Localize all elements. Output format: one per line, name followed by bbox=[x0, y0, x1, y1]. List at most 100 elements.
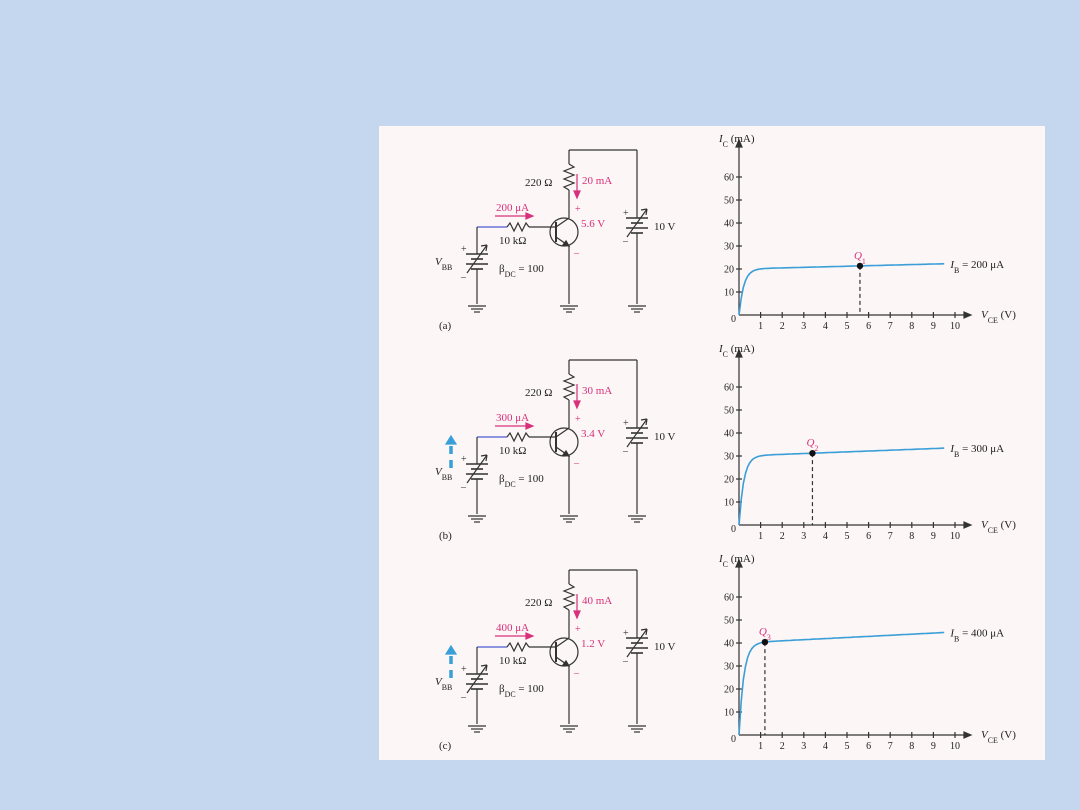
ground-symbol bbox=[468, 305, 486, 313]
y-tick-label: 50 bbox=[724, 616, 734, 627]
ib-curve-label-part: I bbox=[949, 628, 955, 640]
x-tick-label: 6 bbox=[866, 531, 871, 542]
x-axis-label-part: (V) bbox=[998, 729, 1016, 741]
transistor-emitter-arrow bbox=[561, 449, 571, 457]
ib-curve-label-part: = 200 μA bbox=[959, 259, 1004, 271]
transistor-emitter-arrow bbox=[561, 659, 571, 667]
battery-variable-arrow bbox=[466, 664, 488, 694]
y-tick-label-part: 30 bbox=[724, 242, 734, 253]
base-current-label: 200 μA bbox=[496, 202, 529, 214]
vbb-minus-sign: – bbox=[460, 692, 467, 703]
x-tick-label: 8 bbox=[909, 321, 914, 332]
base-current-label: 300 μA bbox=[496, 412, 529, 424]
vcc-label-part: 10 V bbox=[654, 641, 676, 653]
y-tick-label-part: 60 bbox=[724, 383, 734, 394]
vcc-plus-sign: + bbox=[623, 208, 629, 219]
x-tick-label-part: 5 bbox=[845, 531, 850, 542]
collector-resistor-label: 220 Ω bbox=[525, 387, 552, 399]
y-tick-label-part: 50 bbox=[724, 616, 734, 627]
x-axis-arrowhead bbox=[963, 521, 973, 529]
collector-current-label: 20 mA bbox=[582, 175, 612, 187]
collector-current-arrowhead bbox=[573, 190, 581, 200]
panel-label: (a) bbox=[439, 320, 452, 332]
battery-variable-arrow bbox=[626, 628, 648, 658]
y-tick-label-part: 50 bbox=[724, 196, 734, 207]
transistor-emitter-arrow bbox=[561, 239, 571, 247]
base-resistor-label: 10 kΩ bbox=[499, 445, 526, 457]
vce-label-part: 1.2 V bbox=[581, 638, 605, 650]
collector-resistor-label: 220 Ω bbox=[525, 597, 552, 609]
x-tick-label: 2 bbox=[780, 741, 785, 752]
q-point-label-part: Q bbox=[759, 626, 767, 638]
base-current-label: 400 μA bbox=[496, 622, 529, 634]
x-tick-label-part: 6 bbox=[866, 321, 871, 332]
vcc-minus-sign: – bbox=[622, 656, 629, 667]
ib-curve-label-part: I bbox=[949, 443, 955, 455]
beta-label-part: DC bbox=[505, 270, 516, 279]
vbb-minus-sign: – bbox=[460, 272, 467, 283]
collector-current-label-part: 30 mA bbox=[582, 385, 612, 397]
ib-curve-label: IB = 200 μA bbox=[949, 259, 1004, 275]
y-tick-label: 40 bbox=[724, 429, 734, 440]
y-axis-label-part: C bbox=[723, 350, 728, 359]
y-tick-label-part: 40 bbox=[724, 219, 734, 230]
ib-curve bbox=[738, 447, 945, 526]
x-axis-label-part: (V) bbox=[998, 519, 1016, 531]
y-tick-label: 40 bbox=[724, 639, 734, 650]
ib-curve-label-part: B bbox=[954, 634, 959, 643]
y-axis-label-part: (mA) bbox=[728, 343, 755, 355]
ground-symbol bbox=[628, 515, 646, 523]
vbb-label: VBB bbox=[435, 466, 452, 482]
collector-resistor bbox=[562, 373, 576, 401]
vbb-label-part: V bbox=[435, 256, 443, 268]
vcc-label: 10 V bbox=[654, 431, 676, 443]
y-axis-label: IC (mA) bbox=[718, 343, 755, 359]
collector-plus-sign: + bbox=[575, 624, 581, 635]
transistor-body bbox=[549, 427, 579, 457]
x-tick-label-part: 9 bbox=[931, 741, 936, 752]
x-tick-label-part: 5 bbox=[845, 321, 850, 332]
vce-label: 3.4 V bbox=[581, 428, 605, 440]
q-point-label: Q1 bbox=[854, 250, 866, 266]
y-axis-label-part: C bbox=[723, 560, 728, 569]
vce-label-part: 5.6 V bbox=[581, 218, 605, 230]
base-resistor-label-part: 10 kΩ bbox=[499, 445, 526, 457]
x-axis-label-part: V bbox=[981, 519, 989, 531]
x-tick-label: 3 bbox=[801, 321, 806, 332]
x-tick-label-part: 9 bbox=[931, 531, 936, 542]
x-tick-label: 7 bbox=[888, 741, 893, 752]
x-tick-label: 1 bbox=[758, 531, 763, 542]
vcc-label-part: 10 V bbox=[654, 221, 676, 233]
y-tick-label: 50 bbox=[724, 196, 734, 207]
y-axis-label-part: I bbox=[718, 553, 724, 565]
vcc-battery bbox=[626, 418, 648, 448]
x-axis-arrowhead bbox=[963, 311, 973, 319]
collector-current-arrowhead bbox=[573, 400, 581, 410]
collector-resistor bbox=[562, 163, 576, 191]
x-axis-label-part: CE bbox=[988, 526, 998, 535]
y-axis-label-part: I bbox=[718, 343, 724, 355]
y-tick-label: 30 bbox=[724, 662, 734, 673]
y-tick-label-part: 30 bbox=[724, 662, 734, 673]
y-tick-label: 50 bbox=[724, 406, 734, 417]
origin-label: 0 bbox=[731, 524, 736, 535]
vbb-label: VBB bbox=[435, 256, 452, 272]
x-tick-label-part: 4 bbox=[823, 321, 828, 332]
ib-curve-label-part: = 400 μA bbox=[959, 628, 1004, 640]
vbb-plus-sign: + bbox=[461, 664, 467, 675]
x-tick-label: 4 bbox=[823, 741, 828, 752]
x-tick-label: 8 bbox=[909, 741, 914, 752]
y-tick-label: 20 bbox=[724, 265, 734, 276]
x-tick-label: 1 bbox=[758, 741, 763, 752]
beta-label-part: = 100 bbox=[516, 473, 545, 485]
y-tick-label: 30 bbox=[724, 452, 734, 463]
x-tick-label: 10 bbox=[950, 531, 960, 542]
y-axis-arrowhead bbox=[735, 558, 743, 568]
y-tick-label: 10 bbox=[724, 288, 734, 299]
y-tick-label-part: 30 bbox=[724, 452, 734, 463]
emitter-minus-sign: – bbox=[573, 248, 580, 259]
x-axis-label-part: V bbox=[981, 309, 989, 321]
q-point-label-part: 3 bbox=[767, 633, 771, 642]
